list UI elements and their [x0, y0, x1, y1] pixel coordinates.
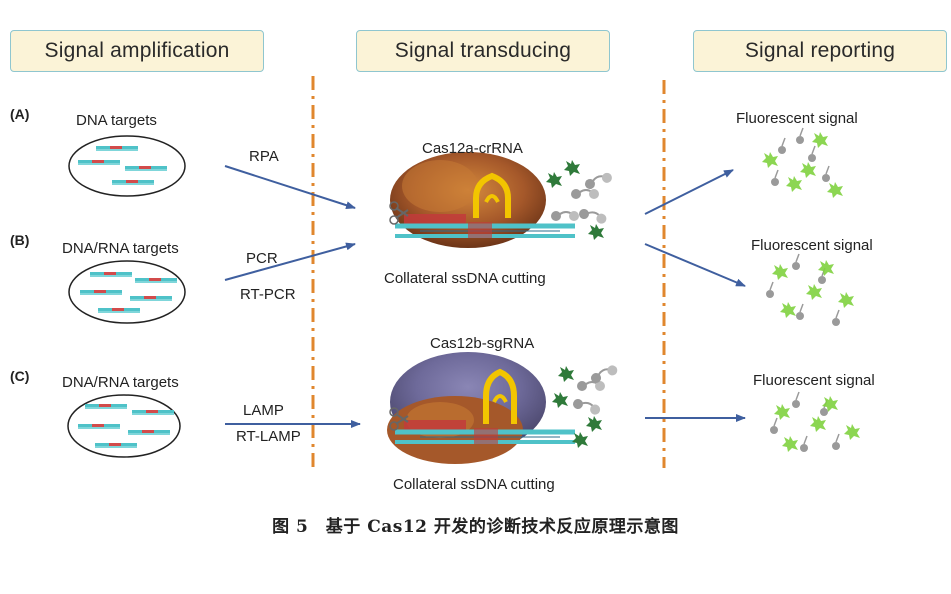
targets-ellipse-c — [67, 394, 181, 458]
targets-label-a: DNA targets — [76, 112, 157, 129]
targets-label-b: DNA/RNA targets — [62, 240, 179, 257]
cas12a-complex — [389, 152, 575, 248]
figure-caption: 图 5 基于 Cas12 开发的诊断技术反应原理示意图 — [272, 517, 679, 537]
signal-label-a: Fluorescent signal — [736, 110, 858, 127]
header-signal-reporting: Signal reporting — [693, 30, 947, 72]
fluorescent-cluster-a — [762, 127, 843, 198]
cutting-label-a: Collateral ssDNA cutting — [384, 270, 546, 287]
targets-ellipse-a — [68, 135, 186, 197]
fluorescent-cluster-b — [765, 253, 854, 327]
row-label-a: (A) — [10, 106, 30, 122]
complex-label-cas12a: Cas12a-crRNA — [422, 140, 523, 157]
fluorescent-cluster-c — [769, 391, 860, 453]
method-rt-pcr: RT-PCR — [240, 286, 296, 303]
row-label-c: (C) — [10, 368, 30, 384]
arrow-pcr — [224, 242, 356, 281]
cas12b-complex — [387, 352, 575, 464]
arrow-report-a — [644, 169, 734, 215]
signal-label-b: Fluorescent signal — [751, 237, 873, 254]
method-lamp: LAMP — [243, 402, 284, 419]
method-pcr: PCR — [246, 250, 278, 267]
method-rpa: RPA — [249, 148, 279, 165]
targets-ellipse-b — [68, 260, 186, 324]
reporters-c — [552, 362, 620, 448]
header-signal-amplification: Signal amplification — [10, 30, 264, 72]
signal-label-c: Fluorescent signal — [753, 372, 875, 389]
method-rt-lamp: RT-LAMP — [236, 428, 301, 445]
complex-label-cas12b: Cas12b-sgRNA — [430, 335, 535, 352]
arrow-rpa — [224, 165, 356, 210]
header-signal-transducing: Signal transducing — [356, 30, 610, 72]
cutting-label-c: Collateral ssDNA cutting — [393, 476, 555, 493]
arrow-report-b — [644, 243, 746, 287]
targets-label-c: DNA/RNA targets — [62, 374, 179, 391]
row-label-b: (B) — [10, 232, 30, 248]
